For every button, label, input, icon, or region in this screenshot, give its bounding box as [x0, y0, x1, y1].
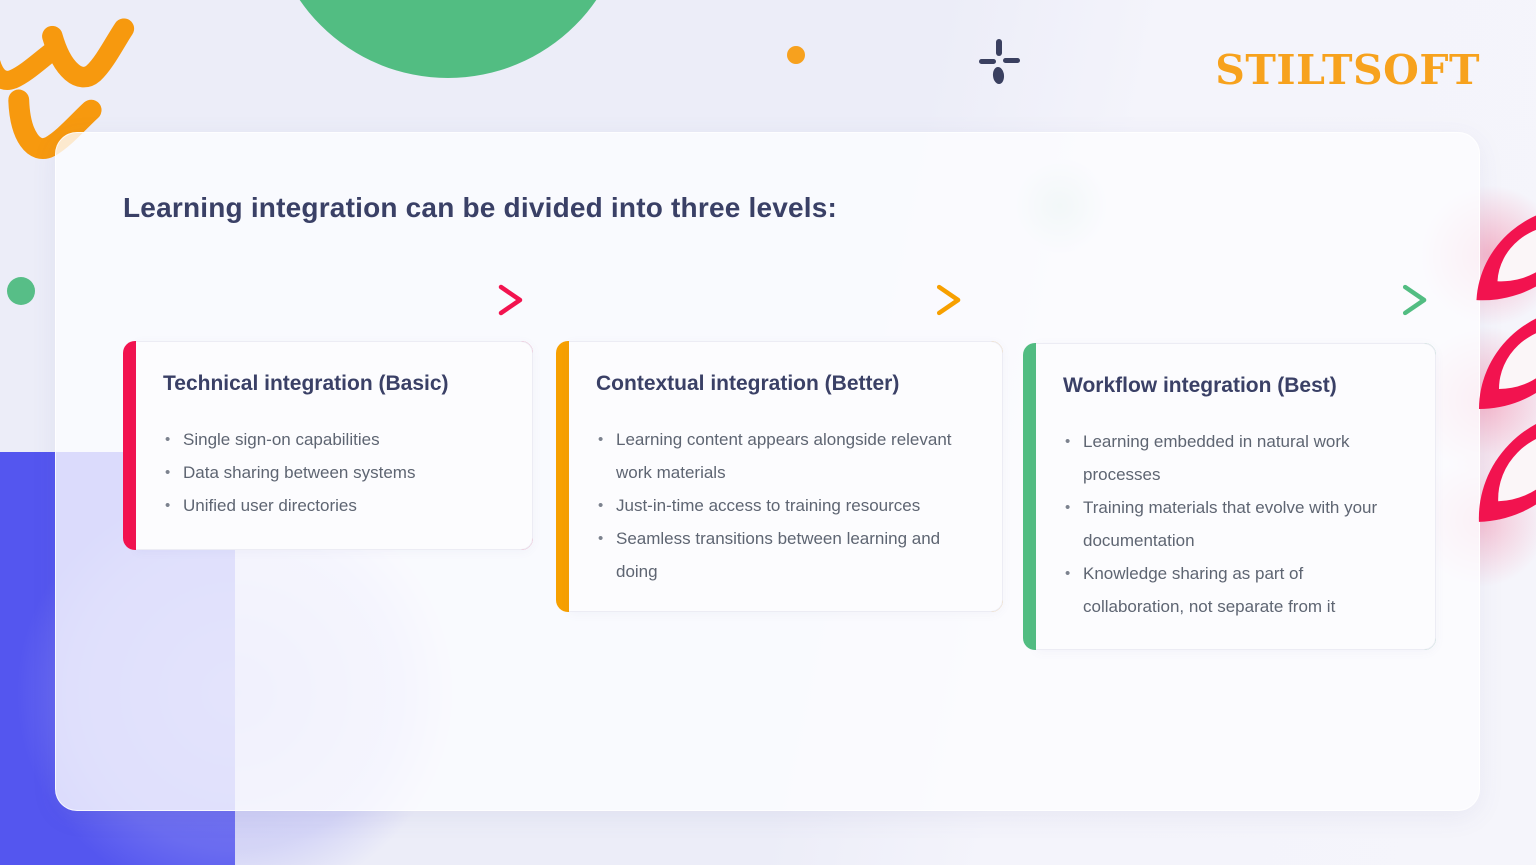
level-card-best: Workflow integration (Best) Learning emb… — [1023, 343, 1436, 650]
card-body: Workflow integration (Best) Learning emb… — [1036, 343, 1436, 650]
squiggle-icon — [40, 17, 141, 102]
card-title: Contextual integration (Better) — [596, 372, 900, 395]
level-arrow-best — [1026, 282, 1444, 318]
bullet-list: Single sign-on capabilities Data sharing… — [136, 423, 532, 522]
bullet-item: Learning content appears alongside relev… — [596, 423, 958, 489]
brand-logo: STILTSOFT — [1215, 46, 1480, 94]
bullet-list: Learning content appears alongside relev… — [569, 423, 1002, 588]
bullet-item: Training materials that evolve with your… — [1063, 491, 1401, 557]
orange-dot-decoration — [787, 46, 805, 64]
green-dot-decoration — [7, 277, 35, 305]
card-body: Contextual integration (Better) Learning… — [569, 341, 1003, 612]
squiggle-icon — [0, 21, 66, 114]
level-arrow-basic — [120, 282, 540, 318]
level-arrow-better — [560, 282, 978, 318]
bullet-item: Knowledge sharing as part of collaborati… — [1063, 557, 1401, 623]
card-title: Technical integration (Basic) — [163, 372, 449, 395]
squiggle-icon — [0, 86, 103, 180]
bullet-item: Seamless transitions between learning an… — [596, 522, 958, 588]
bullet-item: Unified user directories — [163, 489, 503, 522]
bullet-list: Learning embedded in natural work proces… — [1036, 425, 1435, 623]
green-circle-decoration — [268, 0, 628, 78]
bullet-item: Learning embedded in natural work proces… — [1063, 425, 1401, 491]
page-title: Learning integration can be divided into… — [123, 192, 838, 223]
level-card-better: Contextual integration (Better) Learning… — [556, 341, 1003, 612]
sparkle-icon — [975, 35, 1025, 87]
bullet-item: Single sign-on capabilities — [163, 423, 503, 456]
card-title: Workflow integration (Best) — [1063, 374, 1337, 397]
level-card-basic: Technical integration (Basic) Single sig… — [123, 341, 533, 550]
bullet-item: Data sharing between systems — [163, 456, 503, 489]
card-body: Technical integration (Basic) Single sig… — [136, 341, 533, 550]
bullet-item: Just-in-time access to training resource… — [596, 489, 958, 522]
